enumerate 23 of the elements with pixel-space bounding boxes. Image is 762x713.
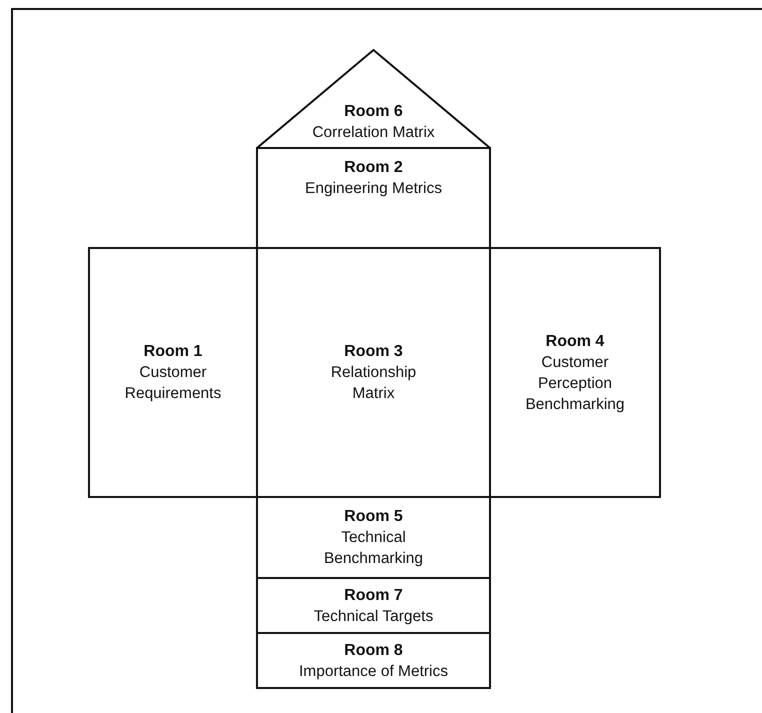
room-description: Importance of Metrics xyxy=(298,662,448,682)
room-box xyxy=(88,247,258,498)
room-box xyxy=(489,247,661,498)
room-description: Technical Benchmarking xyxy=(322,528,424,569)
room-description: Customer Perception Benchmarking xyxy=(524,352,626,414)
room-title: Room 2 xyxy=(344,158,403,178)
room-box xyxy=(256,147,491,249)
roof-triangle xyxy=(256,49,491,149)
room-title: Room 6 xyxy=(344,102,403,122)
room-title: Room 3 xyxy=(344,342,403,362)
room-title: Room 4 xyxy=(546,332,604,352)
room-description: Customer Requirements xyxy=(124,363,222,404)
room-title: Room 5 xyxy=(344,507,403,527)
room-description: Technical Targets xyxy=(314,606,434,626)
room-box xyxy=(256,577,491,634)
room-box xyxy=(256,632,491,689)
room-description: Correlation Matrix xyxy=(312,123,435,143)
room-box xyxy=(256,496,491,579)
room-title: Room 1 xyxy=(144,342,202,362)
room-description: Relationship Matrix xyxy=(330,363,418,404)
room-title: Room 7 xyxy=(344,586,403,606)
room-title: Room 8 xyxy=(344,640,403,660)
room-description: Engineering Metrics xyxy=(305,179,442,199)
